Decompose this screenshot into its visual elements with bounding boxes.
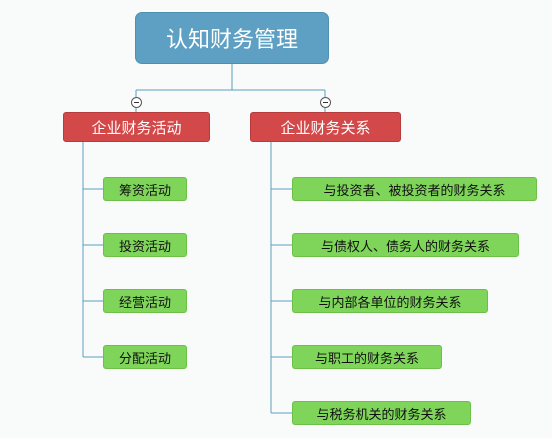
leaf-node[interactable]: 与债权人、债务人的财务关系 <box>292 233 519 257</box>
leaf-node[interactable]: 与内部各单位的财务关系 <box>292 289 488 313</box>
branch-node-financial-relations[interactable]: 企业财务关系 <box>250 112 401 142</box>
leaf-node[interactable]: 与税务机关的财务关系 <box>292 401 471 425</box>
root-node[interactable]: 认知财务管理 <box>135 12 329 64</box>
leaf-node[interactable]: 分配活动 <box>103 345 187 369</box>
collapse-toggle-icon[interactable] <box>131 97 142 108</box>
leaf-node[interactable]: 投资活动 <box>103 233 187 257</box>
leaf-node[interactable]: 与投资者、被投资者的财务关系 <box>292 177 537 201</box>
leaf-node[interactable]: 与职工的财务关系 <box>292 345 442 369</box>
branch-node-financial-activities[interactable]: 企业财务活动 <box>63 112 210 142</box>
leaf-node[interactable]: 经营活动 <box>103 289 187 313</box>
leaf-node[interactable]: 筹资活动 <box>103 177 187 201</box>
collapse-toggle-icon[interactable] <box>320 97 331 108</box>
